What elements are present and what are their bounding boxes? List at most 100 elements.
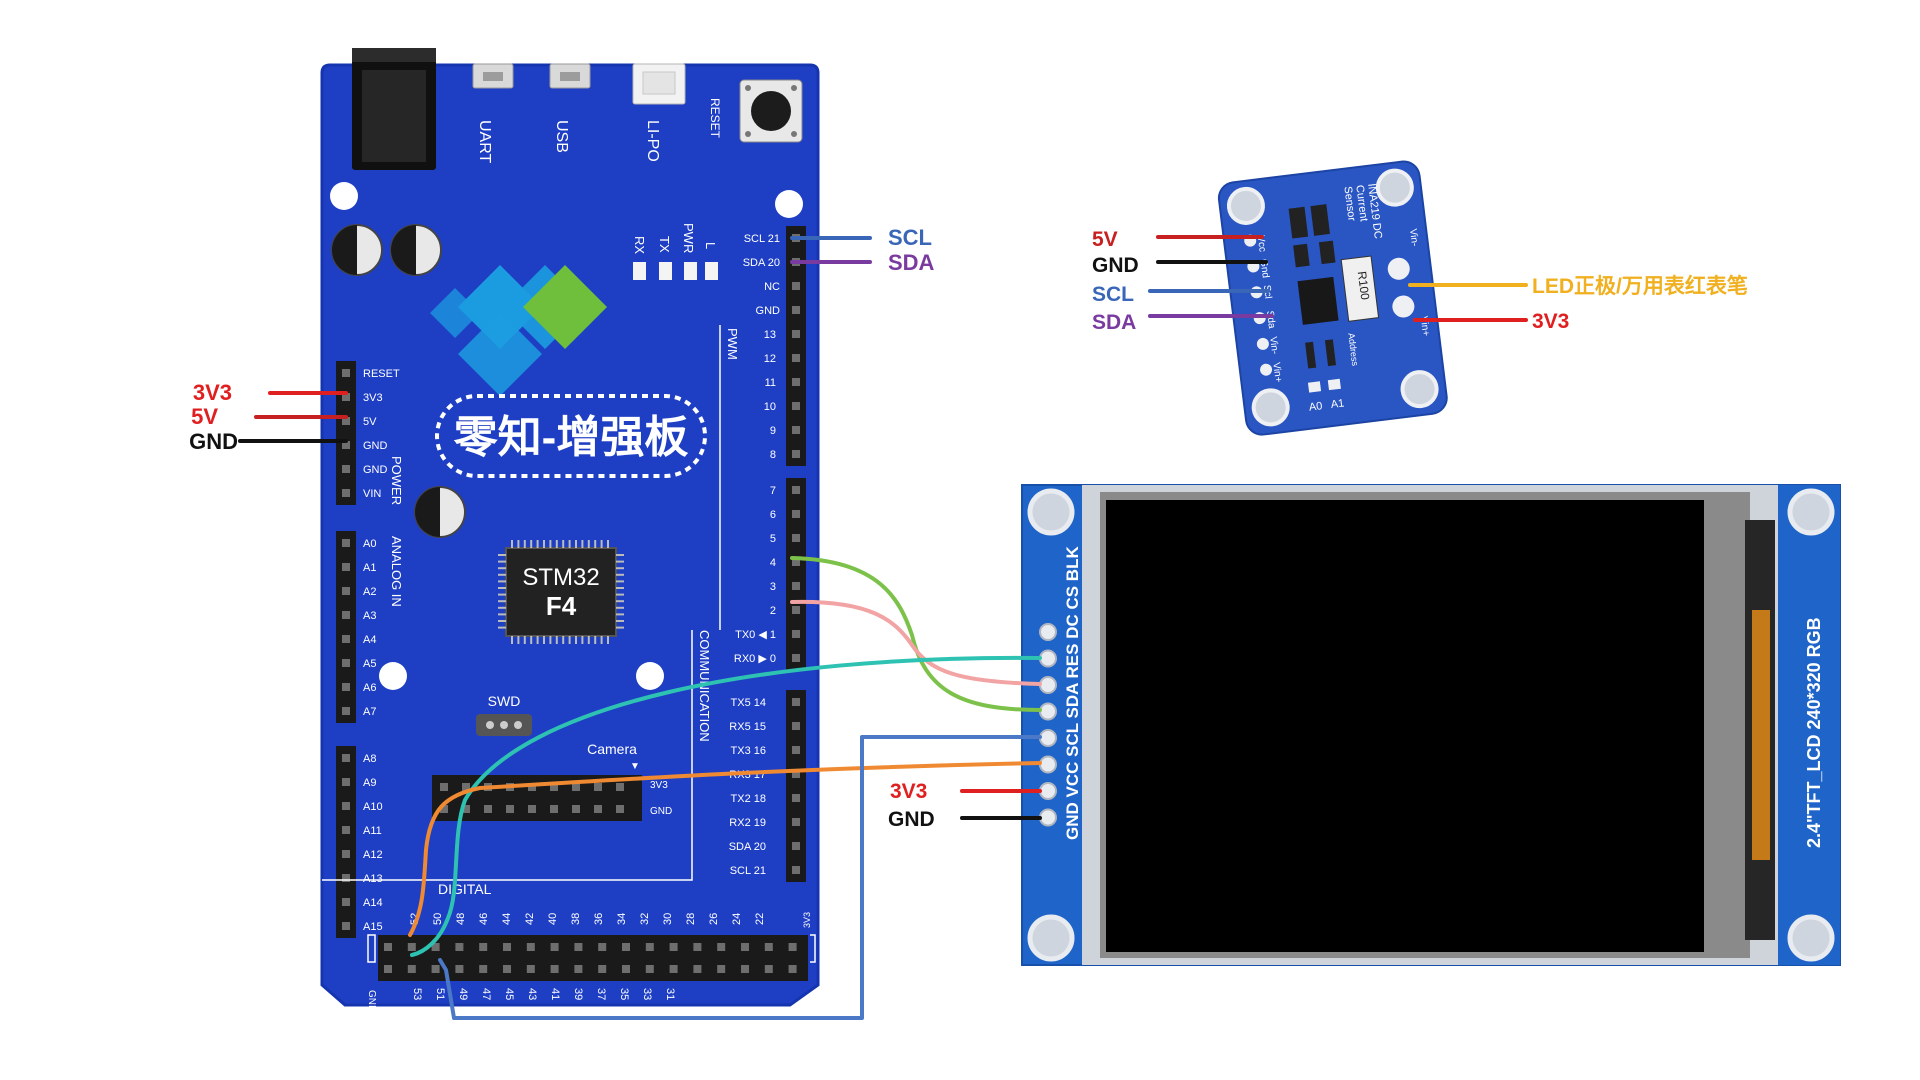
header-pin xyxy=(342,539,350,547)
header-pin xyxy=(550,943,559,951)
pin-label: 3V3 xyxy=(363,392,383,404)
header-left-power xyxy=(336,361,356,505)
pin-label: 22 xyxy=(754,913,766,925)
header-pin xyxy=(792,770,800,778)
camera-pin-gnd: GND xyxy=(650,806,672,817)
header-pin xyxy=(342,850,350,858)
header-pin xyxy=(528,783,536,791)
header-pin xyxy=(788,943,797,951)
analog-label: ANALOG IN xyxy=(389,536,404,607)
header-pin xyxy=(717,965,726,973)
pin-label: 11 xyxy=(765,377,776,389)
header-pin xyxy=(598,965,607,973)
pin-label: A13 xyxy=(363,873,383,885)
pin-label: 9 xyxy=(770,425,776,437)
header-pin xyxy=(792,722,800,730)
header-pin xyxy=(792,630,800,638)
pin-label: TX3 16 xyxy=(731,745,766,757)
header-pin xyxy=(792,582,800,590)
pin-label: GND xyxy=(366,990,377,1012)
pin-label: 31 xyxy=(664,988,676,1000)
lcd-pin-hole xyxy=(1039,782,1057,800)
pin-label: NC xyxy=(764,281,780,293)
sensor-silk-line2: Current xyxy=(1353,184,1369,222)
comm-bracket xyxy=(322,630,693,881)
label-sda: SDA xyxy=(888,250,935,275)
header-pin xyxy=(594,783,602,791)
header-pin xyxy=(717,943,726,951)
label-sensor-5v: 5V xyxy=(1092,228,1118,251)
header-right-comm xyxy=(786,690,806,882)
pin-label: 37 xyxy=(595,988,607,1000)
header-pin xyxy=(616,783,624,791)
wire-sda-52 xyxy=(408,761,1042,937)
pin-label: 3V3 xyxy=(802,912,812,928)
header-pin xyxy=(407,943,416,951)
lcd-pin-hole xyxy=(1039,729,1057,747)
header-pin xyxy=(792,282,800,290)
led-group: RX TX PWR L xyxy=(632,223,718,280)
swd-label: SWD xyxy=(488,693,521,709)
bracket-right xyxy=(810,934,816,963)
header-pin xyxy=(764,943,773,951)
pin-label: A15 xyxy=(363,921,383,933)
sensor-pin-vcc: Vcc xyxy=(1255,235,1268,253)
header-pin xyxy=(792,402,800,410)
header-pin xyxy=(384,965,392,973)
header-pin xyxy=(792,698,800,706)
pin-label: A12 xyxy=(363,849,383,861)
mount-hole xyxy=(330,182,358,210)
board-headers xyxy=(336,226,808,981)
lcd-side-text: 2.4"TFT_LCD 240*320 RGB xyxy=(1804,617,1824,848)
pin-label: A14 xyxy=(363,897,383,909)
header-pin xyxy=(440,783,448,791)
header-pin xyxy=(479,965,488,973)
header-pin xyxy=(792,842,800,850)
header-pin xyxy=(792,486,800,494)
reset-button[interactable] xyxy=(739,79,803,143)
chip-label-f4: F4 xyxy=(546,591,577,621)
mount-hole xyxy=(1251,388,1290,427)
pin-label: 40 xyxy=(547,913,559,925)
header-pin xyxy=(792,330,800,338)
led-label-l: L xyxy=(703,242,718,249)
pin-label: 26 xyxy=(708,913,720,925)
header-pin xyxy=(342,683,350,691)
label-sensor-3v3: 3V3 xyxy=(1532,310,1569,333)
header-pin xyxy=(572,783,580,791)
shunt-label: R100 xyxy=(1355,270,1372,301)
header-pin xyxy=(342,611,350,619)
pin-label: 48 xyxy=(455,913,467,925)
label-board-gnd: GND xyxy=(189,429,238,454)
camera-pin-3v3: 3V3 xyxy=(650,780,668,791)
pin-label: A0 xyxy=(363,538,376,550)
header-pin xyxy=(792,654,800,662)
pin-label: 30 xyxy=(662,913,674,925)
camera-arrow: ▼ xyxy=(630,761,640,772)
header-pin xyxy=(462,805,470,813)
header-pin xyxy=(792,426,800,434)
pin-label: A4 xyxy=(363,634,376,646)
pin-label: SDA 20 xyxy=(743,257,780,269)
lcd-pin-hole xyxy=(1039,702,1057,721)
reset-label: RESET xyxy=(708,98,722,139)
sensor-silk-line3: Sensor xyxy=(1341,186,1357,222)
led-label-pwr: PWR xyxy=(681,223,696,253)
pin-label: RX5 15 xyxy=(729,721,766,733)
pin-label: 51 xyxy=(434,988,446,1000)
capacitor xyxy=(414,486,466,538)
mount-hole xyxy=(1027,488,1075,536)
header-pin xyxy=(342,922,350,930)
header-pin xyxy=(342,707,350,715)
led-label-rx: RX xyxy=(632,236,647,254)
pin-label: A9 xyxy=(363,777,376,789)
pin-label: 41 xyxy=(549,988,561,1000)
header-pin xyxy=(526,943,535,951)
header-pin xyxy=(484,805,492,813)
pin-label: A1 xyxy=(363,562,376,574)
header-pin xyxy=(342,393,350,401)
pin-label: 12 xyxy=(764,353,776,365)
pin-label: 4 xyxy=(770,557,776,569)
header-pin xyxy=(622,943,630,951)
power-label: POWER xyxy=(389,456,404,505)
